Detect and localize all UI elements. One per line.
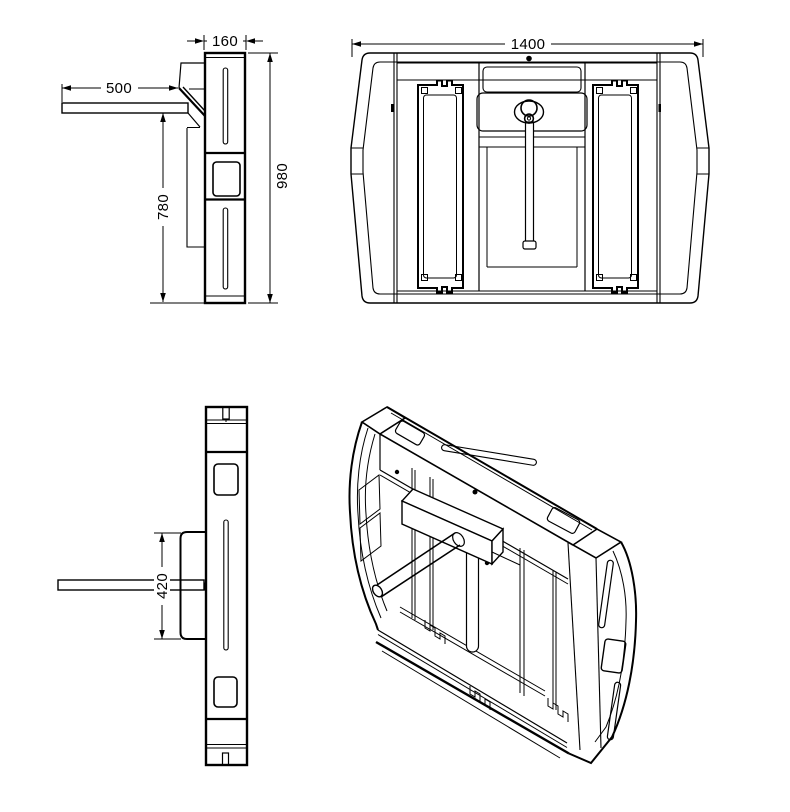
- dim-420-label: 420: [154, 573, 171, 599]
- right-end-cap: [567, 528, 638, 765]
- perspective-view: [348, 406, 638, 765]
- top-rail-left-cutout: [394, 420, 426, 446]
- left-cap-top-face: [360, 406, 407, 435]
- mechanism-box: [400, 488, 521, 566]
- right-wall-pin: [658, 104, 661, 112]
- dimension-980: 980: [248, 52, 291, 304]
- arm-end-cap: [371, 584, 384, 598]
- top-rail-right-cutout: [546, 507, 581, 534]
- rotor-pin-center: [526, 116, 532, 121]
- cabinet-outline: [204, 405, 249, 767]
- right-cap-outer-edge: [568, 541, 638, 765]
- arm-mechanism-housing: [179, 531, 206, 640]
- hinge-lower-diagonal: [187, 112, 201, 128]
- dim-500-label: 500: [106, 80, 132, 97]
- left-cap-outer-edge: [348, 421, 379, 631]
- left-mounting-plate: [417, 79, 464, 294]
- cap-joint-line: [567, 542, 581, 751]
- arm-cylinder-lines: [376, 532, 461, 598]
- tripod-arm: [61, 102, 189, 114]
- hinge-diagonal-outer: [178, 87, 206, 117]
- arm-folded-bar: [524, 121, 535, 243]
- bottom-rail-top-edge: [377, 629, 568, 744]
- lower-window: [213, 676, 238, 708]
- housing-inner-shell: [362, 61, 698, 295]
- top-rail-front-top-edge: [379, 433, 574, 546]
- dim-1400-extension-lines: [351, 39, 704, 57]
- hinge-diagonal-inner: [182, 86, 206, 112]
- box-end-face: [491, 527, 504, 566]
- bottom-notch: [221, 752, 230, 766]
- rotor-hub: [520, 99, 538, 117]
- side-elevation-view: 160 500 780 980: [61, 33, 291, 305]
- screw-dot-1: [394, 469, 400, 475]
- top-screw: [526, 55, 532, 62]
- tripod-arm: [57, 579, 205, 591]
- dim-160-extension-lines: [203, 35, 247, 50]
- top-lid: [482, 66, 582, 93]
- perspective-arm: [371, 532, 465, 598]
- column-walls: [478, 63, 586, 291]
- shell-seams: [351, 147, 709, 175]
- end-walls: [393, 53, 661, 303]
- cap-window: [600, 638, 627, 674]
- base-seams: [206, 744, 247, 749]
- top-cap-seams: [206, 419, 247, 424]
- right-plate-castellation: [547, 698, 569, 722]
- screw-dot-2: [472, 489, 478, 495]
- dim-420-extension-lines: [154, 532, 181, 640]
- right-cap-inner-edge: [594, 550, 627, 743]
- arm-bar-cap: [522, 240, 537, 250]
- dim-980-extension-lines: [248, 52, 278, 304]
- rotor-pin: [523, 113, 535, 124]
- left-plate-castellation: [424, 620, 446, 644]
- dimension-780: 780: [150, 113, 204, 304]
- cap-lower-slot: [606, 681, 622, 741]
- cabinet-outline: [203, 51, 247, 305]
- dim-1400-label: 1400: [511, 36, 546, 53]
- left-cap-facets: [358, 474, 382, 562]
- upper-window: [213, 463, 239, 496]
- box-shelf-line: [491, 551, 521, 566]
- side-plate: [186, 128, 205, 248]
- top-rail-back-edge: [386, 406, 598, 530]
- center-plate-edges: [519, 548, 525, 696]
- dimension-1400: 1400: [351, 36, 704, 57]
- plate-outline: [592, 79, 639, 294]
- plate-outline: [417, 79, 464, 294]
- left-cap-inner-edge-1: [356, 427, 382, 619]
- left-wall-pin: [391, 104, 394, 112]
- plan-view: 1400: [350, 36, 710, 304]
- housing-outer-shell: [350, 52, 710, 304]
- arm-bracket: [178, 62, 205, 89]
- bottom-rail-lower-seam: [381, 650, 561, 759]
- reader-window: [212, 161, 241, 197]
- top-rail-long-slot: [441, 444, 537, 466]
- right-mounting-plate: [592, 79, 639, 294]
- center-plate-castellation: [469, 686, 491, 710]
- plate-inner-panel: [423, 94, 457, 279]
- dimension-500: 500: [61, 80, 178, 102]
- right-plate-edges: [552, 570, 557, 710]
- center-mechanism: [476, 63, 588, 291]
- plate-inner-panel: [598, 94, 632, 279]
- pivot-nub: [203, 582, 207, 591]
- dim-980-label: 980: [274, 163, 291, 189]
- dim-780-label: 780: [155, 194, 172, 220]
- dimension-420: 420: [154, 532, 181, 640]
- upper-slot: [222, 67, 229, 145]
- cap-upper-slot: [598, 559, 614, 629]
- end-elevation-view: 420: [57, 405, 249, 767]
- center-slot: [223, 519, 229, 651]
- lower-slot: [222, 207, 229, 290]
- top-notch: [222, 406, 230, 420]
- bottom-rail-seam: [377, 634, 568, 748]
- dimension-160: 160: [187, 33, 263, 50]
- cap-face-edge: [595, 557, 602, 749]
- dim-160-label: 160: [212, 33, 238, 50]
- inner-frame: [486, 147, 578, 268]
- bottom-rail-bold-edge: [375, 640, 570, 755]
- top-rail-back-inner: [390, 412, 593, 531]
